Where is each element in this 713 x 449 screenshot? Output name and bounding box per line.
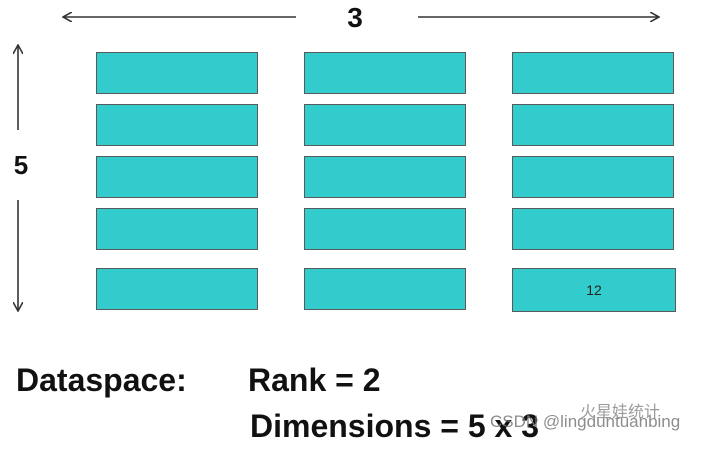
grid-cell-r2-c2 xyxy=(304,104,466,146)
dimensions-text: Dimensions = 5 x 3 xyxy=(250,408,540,444)
grid-cell-r3-c3 xyxy=(512,156,674,198)
watermark-brand: 火星娃统计 xyxy=(580,404,661,421)
grid-cell-r2-c3 xyxy=(512,104,674,146)
grid-cell-r5-c3: 12 xyxy=(512,268,676,312)
rank-text: Rank = 2 xyxy=(248,362,381,398)
grid-cell-r2-c1 xyxy=(96,104,258,146)
grid-cell-r4-c1 xyxy=(96,208,258,250)
dataspace-label: Dataspace: xyxy=(16,362,187,398)
grid-cell-r1-c1 xyxy=(96,52,258,94)
columns-dimension-label: 3 xyxy=(347,2,363,33)
watermark-text: CSDN @lingduntuanbing xyxy=(490,412,681,431)
grid-cell-index-label: 12 xyxy=(586,282,602,298)
grid-cell-r1-c2 xyxy=(304,52,466,94)
grid-cell-r1-c3 xyxy=(512,52,674,94)
grid-cell-r5-c2 xyxy=(304,268,466,310)
grid-cell-r4-c3 xyxy=(512,208,674,250)
grid-cell-r4-c2 xyxy=(304,208,466,250)
grid-cell-r5-c1 xyxy=(96,268,258,310)
grid-cell-r3-c1 xyxy=(96,156,258,198)
rows-dimension-label: 5 xyxy=(13,150,29,180)
watermark: 火星娃统计 CSDN @lingduntuanbing xyxy=(490,404,681,432)
grid-cell-r3-c2 xyxy=(304,156,466,198)
